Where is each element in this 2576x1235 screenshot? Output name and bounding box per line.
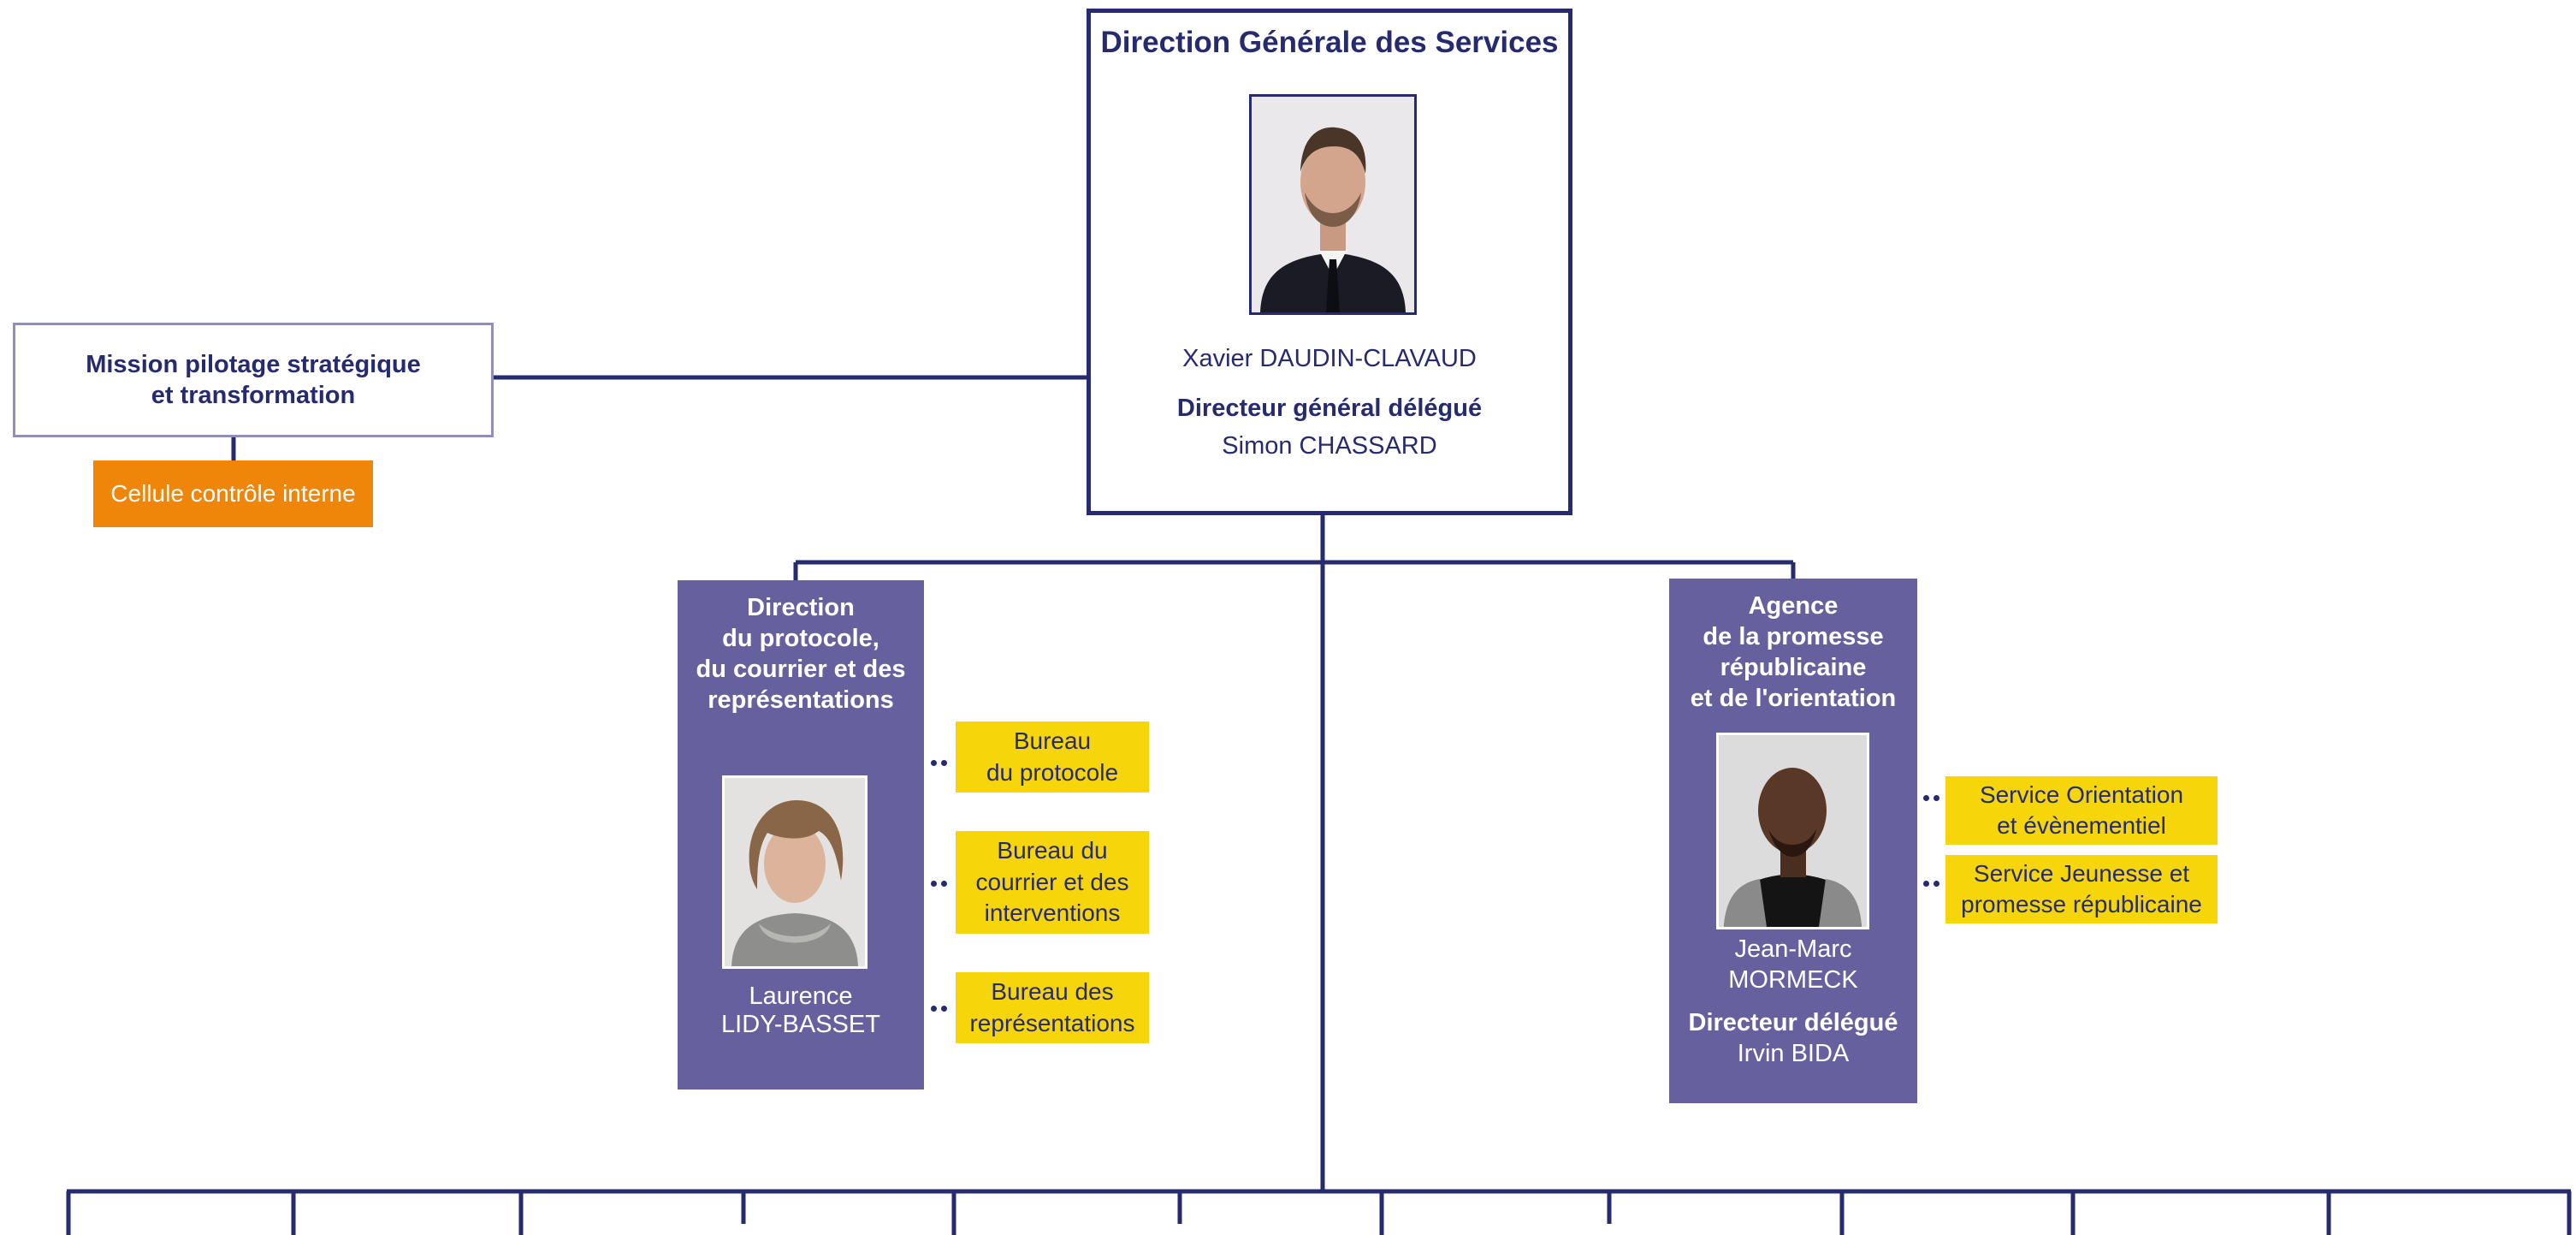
office-line: représentations: [969, 1009, 1135, 1036]
name-line: Laurence: [749, 983, 853, 1010]
service-orientation: Service Orientation et évènementiel: [1945, 776, 2218, 845]
service-line: promesse républicaine: [1961, 891, 2202, 917]
service-line: et évènementiel: [1997, 812, 2166, 839]
office-line: courrier et des: [975, 868, 1129, 895]
connector-dot: [931, 760, 937, 766]
agency-box: Agence de la promesse républicaine et de…: [1669, 579, 1917, 1103]
connector-dot: [931, 1006, 937, 1012]
connector-dot: [941, 760, 947, 766]
mission-title-line: Mission pilotage stratégique: [86, 350, 421, 378]
title-line: du courrier et des: [696, 655, 906, 683]
agency-title: Agence de la promesse républicaine et de…: [1669, 591, 1917, 715]
person-portrait-icon: [725, 778, 865, 966]
service-line: Service Jeunesse et: [1973, 859, 2190, 887]
dgs-person-name: Xavier DAUDIN-CLAVAUD: [1182, 345, 1477, 372]
name-line: MORMECK: [1728, 965, 1858, 994]
name-line: LIDY-BASSET: [721, 1011, 880, 1039]
dgs-box: Direction Générale des Services Xavier D…: [1087, 9, 1572, 515]
title-line: de la promesse: [1703, 622, 1884, 650]
agency-director-name: Jean-Marc MORMECK: [1669, 935, 1917, 996]
protocol-direction-box: Direction du protocole, du courrier et d…: [678, 580, 924, 1090]
connector-dot: [1923, 795, 1929, 801]
person-portrait-icon: [1719, 735, 1867, 927]
connector-dot: [931, 881, 937, 887]
protocol-direction-title: Direction du protocole, du courrier et d…: [678, 593, 924, 716]
title-line: républicaine: [1720, 653, 1867, 681]
agency-deputy-name: Irvin BIDA: [1737, 1040, 1850, 1067]
office-bureau-protocole: Bureau du protocole: [956, 721, 1149, 793]
mission-title-line: et transformation: [151, 382, 356, 409]
protocol-director-name: Laurence LIDY-BASSET: [678, 983, 924, 1040]
dgs-deputy-role: Directeur général délégué: [1176, 395, 1483, 422]
mission-box: Mission pilotage stratégique et transfor…: [13, 323, 494, 437]
dgs-title: Direction Générale des Services: [1100, 26, 1559, 59]
title-line: Direction: [747, 594, 855, 621]
title-line: Agence: [1748, 592, 1839, 620]
cellule-controle-label: Cellule contrôle interne: [110, 480, 356, 507]
name-line: Jean-Marc: [1734, 935, 1852, 963]
connector-dot: [1923, 881, 1929, 887]
office-line: Bureau des: [991, 978, 1114, 1006]
office-line: du protocole: [986, 758, 1119, 786]
title-line: du protocole,: [722, 624, 879, 652]
service-jeunesse: Service Jeunesse et promesse républicain…: [1945, 855, 2218, 923]
service-line: Service Orientation: [1979, 781, 2184, 808]
office-line: interventions: [984, 900, 1121, 927]
title-line: et de l'orientation: [1690, 684, 1897, 712]
agency-director-photo: [1716, 733, 1869, 929]
cellule-controle-box: Cellule contrôle interne: [93, 460, 373, 527]
dgs-deputy-name: Simon CHASSARD: [1222, 432, 1437, 460]
protocol-director-photo: [722, 775, 868, 969]
office-line: Bureau: [1013, 727, 1092, 755]
office-bureau-courrier: Bureau du courrier et des interventions: [956, 831, 1149, 934]
connector-dot: [1933, 795, 1939, 801]
office-bureau-representations: Bureau des représentations: [956, 972, 1149, 1043]
connector-dot: [941, 881, 947, 887]
title-line: représentations: [708, 686, 894, 714]
connector-dot: [1933, 881, 1939, 887]
agency-deputy-role: Directeur délégué: [1688, 1009, 1898, 1036]
connector-dot: [941, 1006, 947, 1012]
office-line: Bureau du: [997, 837, 1108, 864]
person-portrait-icon: [1252, 97, 1414, 312]
dgs-photo: [1249, 94, 1417, 315]
